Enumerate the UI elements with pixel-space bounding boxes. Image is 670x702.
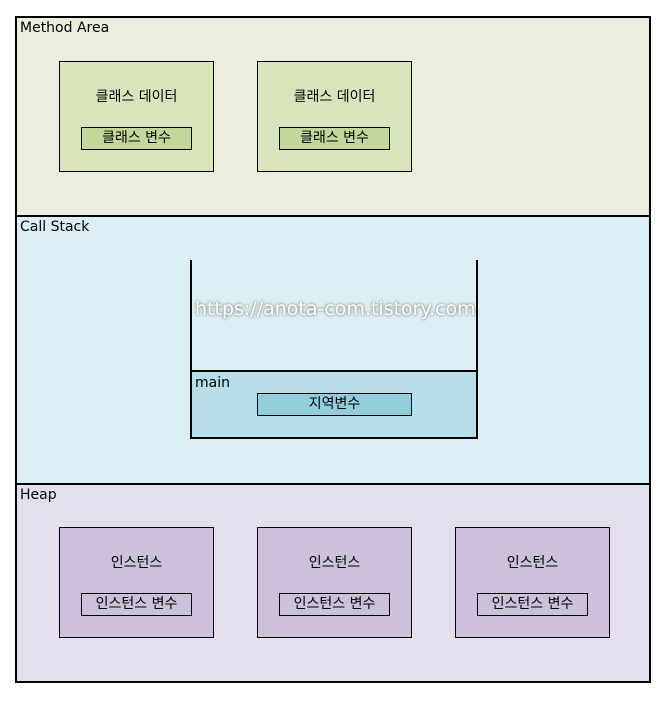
call-stack-label: Call Stack bbox=[20, 219, 90, 235]
frame-label: main bbox=[195, 375, 230, 391]
instance-variable-box: 인스턴스 변수 bbox=[81, 593, 192, 616]
instance-title: 인스턴스 bbox=[110, 555, 163, 571]
class-data-title: 클래스 데이터 bbox=[95, 89, 178, 105]
instance-box: 인스턴스 인스턴스 변수 bbox=[257, 527, 412, 638]
heap-label: Heap bbox=[20, 487, 57, 503]
class-variable-box: 클래스 변수 bbox=[81, 127, 192, 150]
class-data-box: 클래스 데이터 클래스 변수 bbox=[257, 61, 412, 172]
instance-variable-box: 인스턴스 변수 bbox=[279, 593, 390, 616]
class-data-box: 클래스 데이터 클래스 변수 bbox=[59, 61, 214, 172]
stack-frame-main: main 지역변수 bbox=[190, 370, 478, 439]
local-variable-box: 지역변수 bbox=[257, 393, 412, 416]
instance-variable-box: 인스턴스 변수 bbox=[477, 593, 588, 616]
instance-box: 인스턴스 인스턴스 변수 bbox=[59, 527, 214, 638]
call-stack-area: Call Stack bbox=[15, 215, 651, 485]
method-area-label: Method Area bbox=[20, 20, 110, 36]
instance-box: 인스턴스 인스턴스 변수 bbox=[455, 527, 610, 638]
instance-title: 인스턴스 bbox=[506, 555, 559, 571]
instance-title: 인스턴스 bbox=[308, 555, 361, 571]
watermark: https://anota-com.tistory.com bbox=[195, 298, 476, 320]
class-data-title: 클래스 데이터 bbox=[293, 89, 376, 105]
class-variable-box: 클래스 변수 bbox=[279, 127, 390, 150]
